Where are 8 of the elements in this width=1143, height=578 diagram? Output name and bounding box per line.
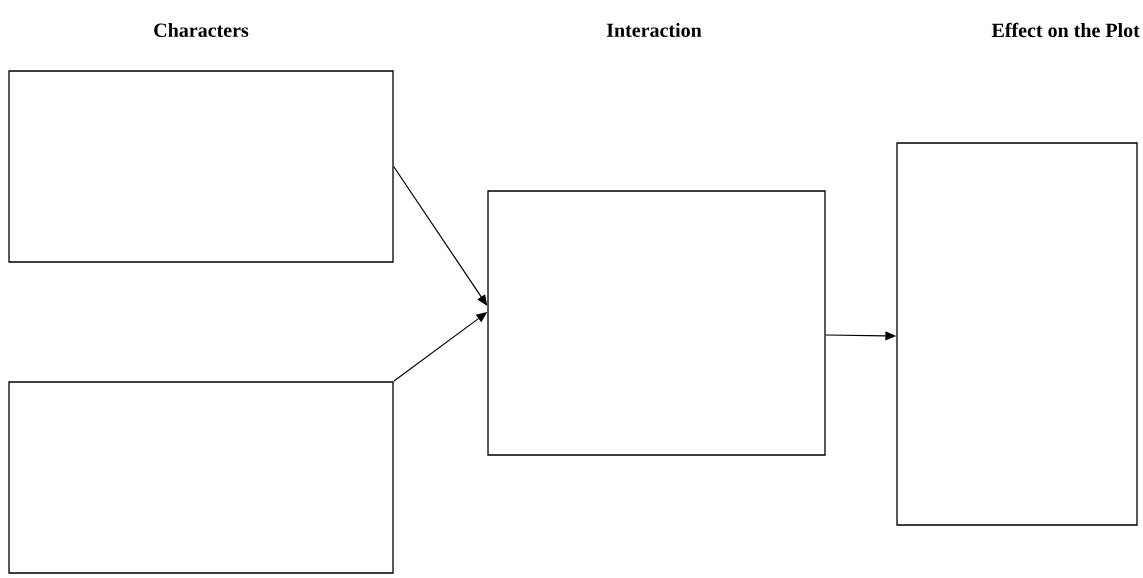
column-heading: Characters <box>154 22 249 38</box>
empty-box <box>487 190 826 456</box>
column-heading: Interaction <box>606 22 702 38</box>
empty-box <box>896 142 1138 526</box>
empty-box <box>8 70 394 263</box>
arrow <box>393 165 488 306</box>
empty-box <box>8 381 394 574</box>
column-heading: Effect on the Plot <box>991 22 1140 38</box>
